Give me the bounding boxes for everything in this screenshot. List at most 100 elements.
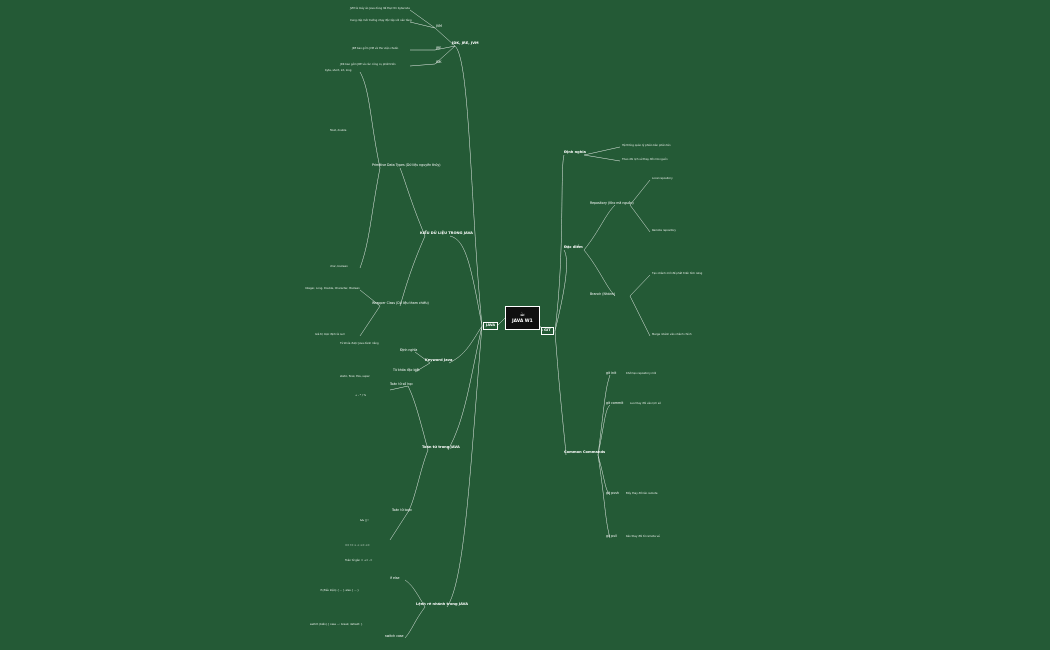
edge: [434, 45, 456, 65]
edge: [399, 167, 426, 237]
edge: [389, 511, 409, 541]
leaf-jdk-1: JVM là máy ảo Java dùng để thực thi byte…: [350, 7, 410, 10]
edge: [629, 179, 651, 206]
edge: [583, 154, 621, 162]
leaf-jdk-3: JRE bao gồm JVM và thư viện chuẩn: [352, 47, 399, 50]
edge: [454, 45, 483, 327]
leaf-dt-2: float, double: [330, 129, 347, 132]
branch-datatype[interactable]: KIỂU DỮ LIỆU TRONG JAVA: [420, 231, 473, 235]
mid-repository[interactable]: Repository (Kho mã nguồn): [590, 201, 634, 205]
leaf-git-9: Đẩy thay đổi lên remote: [626, 492, 658, 495]
leaf-dt-5: Giá trị mặc định là null: [315, 333, 345, 336]
edge: [583, 249, 616, 297]
edge: [414, 351, 431, 364]
edge: [407, 449, 429, 513]
branch-control[interactable]: Lệnh rẽ nhánh trong JAVA: [416, 602, 468, 606]
edge: [583, 146, 621, 156]
edge: [359, 71, 381, 169]
edge: [434, 45, 456, 51]
branch-git-definition[interactable]: Định nghĩa: [564, 150, 586, 154]
leaf-ctl-2: switch (biến) { case ...: break; default…: [310, 623, 363, 626]
leaf-git-1: Hệ thống quản lý phiên bản phân tán: [622, 144, 671, 147]
leaf-dt-4: Integer, Long, Double, Character, Boolea…: [305, 287, 360, 290]
mid-jre[interactable]: JRE: [436, 46, 442, 50]
leaf-dt-3: char, boolean: [330, 265, 348, 268]
mid-ops-arith[interactable]: Toán tử số học: [390, 382, 413, 386]
edge: [359, 167, 381, 269]
edge: [359, 305, 381, 337]
edge: [414, 362, 431, 373]
leaf-git-4: Remote repository: [652, 229, 676, 232]
edge: [597, 374, 611, 456]
leaf-kw-1: Từ khóa được Java dành riêng: [340, 342, 379, 345]
mid-git-push[interactable]: git push: [606, 491, 619, 495]
root-node[interactable]: ☕ JAVA W1: [505, 306, 540, 331]
mid-git-init[interactable]: git init: [606, 371, 617, 375]
leaf-git-6: Merge nhánh vào nhánh chính: [652, 333, 692, 336]
leaf-kw-2: static, final, this, super: [340, 375, 370, 378]
edge: [399, 235, 426, 307]
main-node-java[interactable]: JAVA: [483, 322, 499, 330]
edge: [629, 204, 651, 233]
branch-git-features[interactable]: Đặc điểm: [564, 245, 583, 249]
main-node-git[interactable]: GIT: [541, 327, 554, 335]
leaf-jdk-4: JDK bao gồm JRE và các công cụ phát triể…: [340, 63, 396, 66]
branch-keyword[interactable]: Keyword Java: [425, 358, 453, 362]
branch-jdk[interactable]: JDK, JRE, JVM: [452, 41, 479, 45]
mid-branch[interactable]: Branch (Nhánh): [590, 292, 616, 296]
edge: [434, 27, 456, 47]
edge: [449, 235, 483, 327]
mid-if-else[interactable]: if else: [390, 576, 400, 580]
edge: [447, 325, 483, 451]
branch-git-commands[interactable]: Common Commands: [564, 450, 606, 454]
edge: [404, 579, 426, 608]
mid-primitive[interactable]: Primitive Data Types (Dữ liệu nguyên thủ…: [372, 163, 441, 167]
leaf-dt-1: byte, short, int, long: [325, 69, 352, 72]
leaf-git-3: Local repository: [652, 177, 673, 180]
edge: [629, 274, 651, 297]
edge: [597, 404, 611, 456]
edge: [496, 317, 506, 327]
leaf-git-8: Lưu thay đổi vào lịch sử: [630, 402, 661, 405]
edge: [554, 330, 567, 456]
leaf-git-10: Kéo thay đổi từ remote về: [626, 535, 660, 538]
mid-wrapper[interactable]: Wrapper Class (Dữ liệu tham chiếu): [372, 301, 429, 305]
edge: [409, 21, 436, 29]
edge: [583, 204, 616, 251]
leaf-op-3: == != > < >= <=: [345, 544, 370, 547]
mid-jdk[interactable]: JDK: [436, 60, 442, 64]
leaf-op-1: + - * / %: [355, 394, 367, 397]
leaf-op-2: && || !: [360, 519, 369, 522]
leaf-git-7: Khởi tạo repository mới: [626, 372, 657, 375]
edge: [389, 385, 409, 391]
mid-ops-logic[interactable]: Toán tử logic: [392, 508, 413, 512]
mid-kw-special[interactable]: Từ khóa đặc biệt: [393, 368, 420, 372]
edge: [554, 249, 567, 332]
mid-switch[interactable]: switch case: [385, 634, 404, 638]
edge: [359, 289, 381, 307]
mid-jvm[interactable]: JVM: [436, 24, 442, 28]
leaf-git-2: Theo dõi lịch sử thay đổi mã nguồn: [622, 158, 668, 161]
edge: [597, 454, 611, 496]
edge: [629, 295, 651, 337]
leaf-ctl-1: if (điều kiện) { ... } else { ... }: [320, 589, 359, 592]
edge: [404, 606, 426, 639]
java-cup-icon: ☕: [519, 311, 526, 318]
edge: [407, 385, 429, 451]
edge: [409, 9, 436, 29]
edge: [597, 454, 611, 539]
leaf-op-4: Toán tử gán = += -=: [345, 559, 373, 562]
edge: [554, 154, 565, 332]
mid-kw-definition[interactable]: Định nghĩa: [400, 348, 418, 352]
branch-operators[interactable]: Toán tử trong JAVA: [422, 445, 460, 449]
root-title: JAVA W1: [512, 319, 533, 324]
mid-git-pull[interactable]: git pull: [606, 534, 617, 538]
edge: [448, 325, 483, 364]
mid-git-commit[interactable]: git commit: [606, 401, 624, 405]
edge: [409, 63, 436, 67]
leaf-jdk-2: Cung cấp môi trường chạy độc lập với nền…: [350, 19, 412, 22]
leaf-git-5: Tạo nhánh mới để phát triển tính năng: [652, 272, 703, 275]
edge: [446, 325, 483, 608]
